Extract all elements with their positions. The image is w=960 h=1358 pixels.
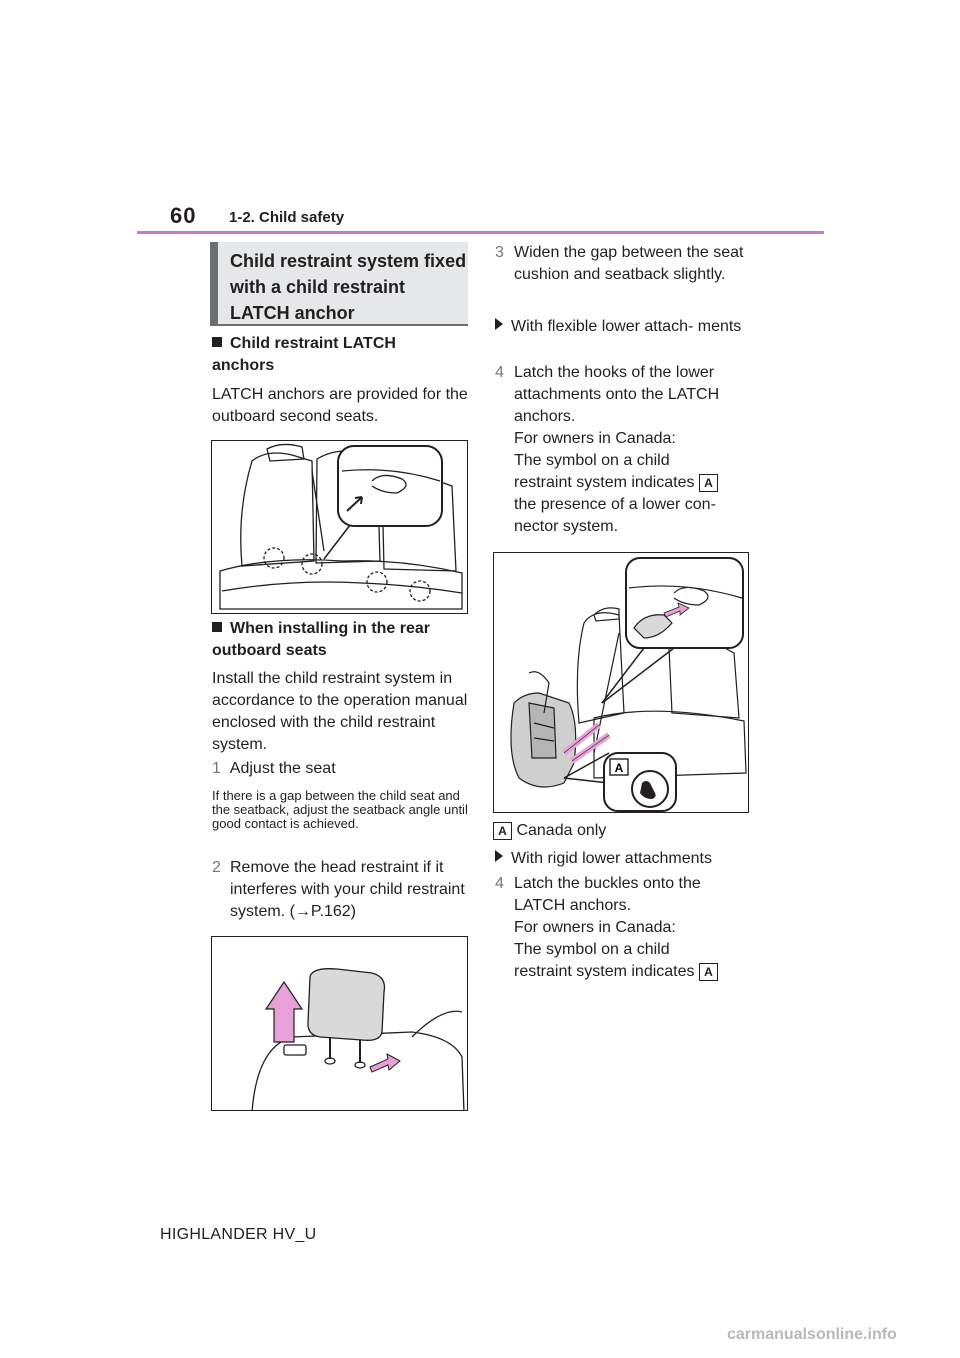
square-bullet-icon	[212, 337, 222, 347]
section-heading-box: Child restraint system fixed with a chil…	[210, 242, 468, 326]
paragraph-install-instructions: Install the child restraint system in ac…	[212, 670, 468, 753]
step-4-flexible: 4 Latch the hooks of the lower attachmen…	[495, 364, 720, 535]
triangle-bullet-icon	[495, 850, 503, 862]
bullet-flexible-attachments: With flexible lower attach- ments	[495, 316, 750, 338]
key-a-icon: A	[698, 963, 718, 981]
step-1: 1 Adjust the seat	[212, 760, 336, 777]
subheading-latch-anchors: Child restraint LATCH anchors	[212, 335, 396, 374]
header-rule	[137, 231, 824, 234]
square-bullet-icon	[212, 622, 222, 632]
step-4-rigid: 4 Latch the buckles onto the LATCH ancho…	[495, 873, 755, 983]
subheading-rear-outboard: When installing in the rear outboard sea…	[212, 620, 431, 659]
step-2: 2 Remove the head restraint if it interf…	[212, 859, 465, 920]
note-seat-gap: If there is a gap between the child seat…	[212, 788, 468, 831]
figure-head-restraint-removal	[211, 936, 468, 1111]
footer-model: HIGHLANDER HV_U	[160, 1226, 317, 1243]
key-a-icon: A	[493, 822, 512, 840]
page-number: 60	[170, 203, 197, 228]
paragraph-latch-provided: LATCH anchors are provided for the outbo…	[212, 386, 468, 425]
svg-text:A: A	[615, 761, 624, 775]
bullet-rigid-attachments: With rigid lower attachments	[495, 848, 755, 870]
watermark: carmanualsonline.info	[727, 1326, 897, 1343]
section-title: 1-2. Child safety	[229, 209, 345, 226]
figure-rear-seat-anchors	[211, 440, 468, 614]
step-3: 3 Widen the gap between the seat cushion…	[495, 244, 744, 283]
key-a-icon: A	[698, 474, 718, 492]
figure-flexible-attachment: A	[493, 552, 749, 813]
triangle-bullet-icon	[495, 318, 503, 330]
key-caption-row: A Canada only	[493, 820, 753, 842]
